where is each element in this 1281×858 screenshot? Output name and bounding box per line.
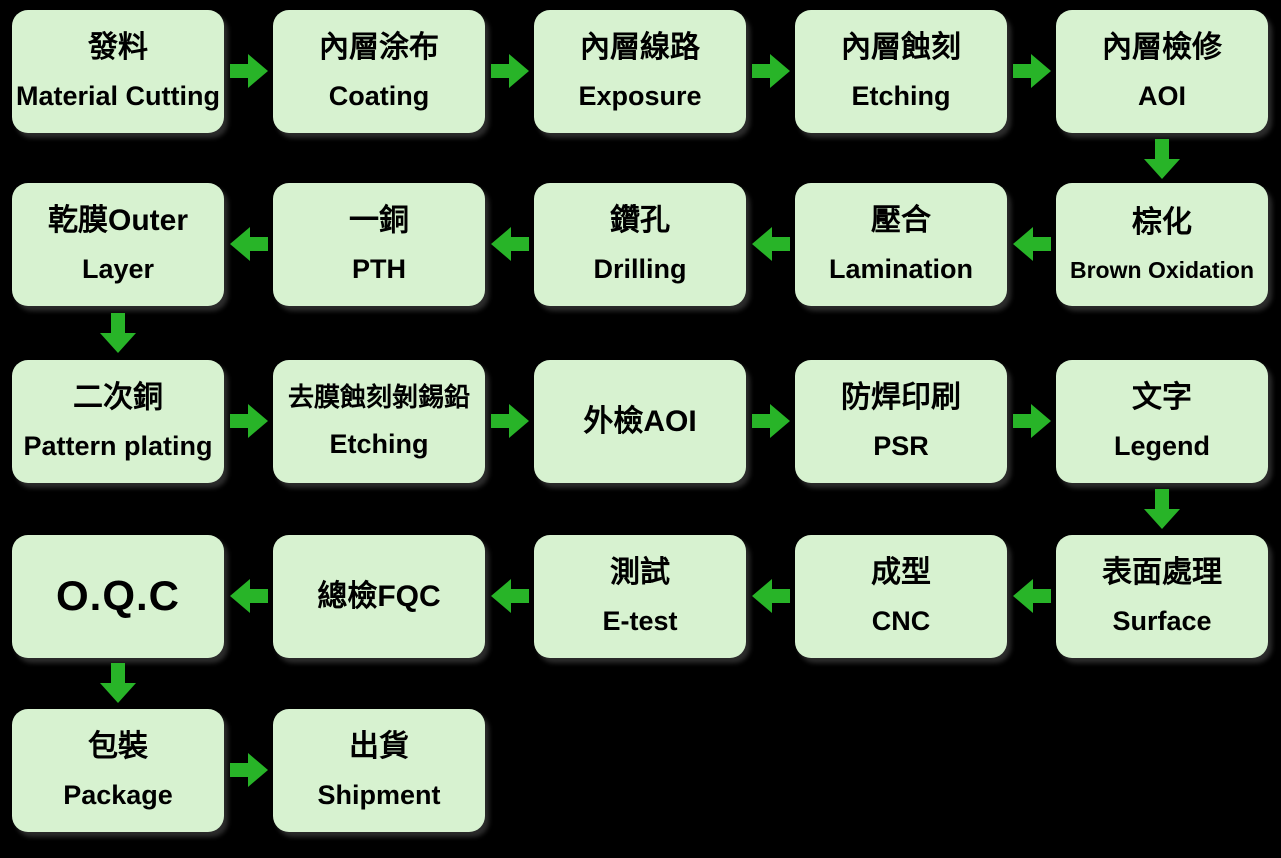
node-label-zh: 棕化 <box>1132 205 1192 239</box>
node-label-en: Legend <box>1113 430 1210 461</box>
node-label-zh: 內層蝕刻 <box>841 31 961 65</box>
node-label-zh: 外檢AOI <box>583 405 697 438</box>
flow-arrow-left-icon <box>752 227 790 261</box>
node-label-en: E-test <box>602 605 678 636</box>
node-outer-layer: 乾膜Outer Layer <box>12 183 224 306</box>
node-label-en: Shipment <box>317 779 441 810</box>
flow-arrow-down-icon <box>1144 489 1180 529</box>
node-brown-oxidation: 棕化 Brown Oxidation <box>1056 183 1268 306</box>
flow-arrow-left-icon <box>1013 579 1051 613</box>
node-e-test: 測試 E-test <box>534 535 746 658</box>
node-label-zh: 測試 <box>610 556 670 590</box>
flow-arrow-right-icon <box>230 753 268 787</box>
node-inner-aoi: 內層檢修 AOI <box>1056 10 1268 133</box>
flow-arrow-right-icon <box>752 54 790 88</box>
flow-arrow-left-icon <box>230 227 268 261</box>
node-label-en: CNC <box>871 605 931 636</box>
flow-arrow-right-icon <box>491 404 529 438</box>
node-label-zh: 表面處理 <box>1102 556 1222 590</box>
node-package: 包裝 Package <box>12 709 224 832</box>
node-label-zh: 乾膜Outer <box>47 204 188 238</box>
node-drilling: 鑽孔 Drilling <box>534 183 746 306</box>
node-label-en: Package <box>63 779 173 810</box>
node-label-zh: 壓合 <box>871 204 931 238</box>
node-label-en: Material Cutting <box>16 80 221 111</box>
flow-arrow-left-icon <box>491 579 529 613</box>
flow-arrow-left-icon <box>752 579 790 613</box>
node-label-zh: 內層涂布 <box>319 31 439 65</box>
node-label-en: O.Q.C <box>55 572 180 620</box>
node-label-en: Coating <box>328 80 430 111</box>
node-fqc: 總檢FQC <box>273 535 485 658</box>
node-label-zh: 發料 <box>88 31 148 65</box>
flow-arrow-right-icon <box>230 54 268 88</box>
node-cnc: 成型 CNC <box>795 535 1007 658</box>
flow-arrow-right-icon <box>1013 54 1051 88</box>
flow-arrow-down-icon <box>100 663 136 703</box>
flow-arrow-left-icon <box>1013 227 1051 261</box>
node-label-zh: 去膜蝕刻剝錫鉛 <box>287 381 470 412</box>
node-label-zh: 成型 <box>871 556 931 590</box>
node-oqc: O.Q.C <box>12 535 224 658</box>
node-label-zh: 總檢FQC <box>317 580 441 613</box>
node-label-en: Etching <box>329 429 429 460</box>
flow-arrow-right-icon <box>491 54 529 88</box>
flow-arrow-right-icon <box>1013 404 1051 438</box>
node-label-en: PTH <box>352 253 406 284</box>
node-label-en: Pattern plating <box>23 430 213 461</box>
node-label-zh: 二次銅 <box>73 381 163 415</box>
node-label-zh: 鑽孔 <box>610 204 670 238</box>
node-psr: 防焊印刷 PSR <box>795 360 1007 483</box>
flow-arrow-left-icon <box>491 227 529 261</box>
flow-arrow-right-icon <box>752 404 790 438</box>
node-label-en: AOI <box>1137 80 1186 111</box>
node-pth: 一銅 PTH <box>273 183 485 306</box>
node-label-zh: 防焊印刷 <box>841 381 961 415</box>
node-label-en: Drilling <box>593 253 687 284</box>
node-lamination: 壓合 Lamination <box>795 183 1007 306</box>
node-shipment: 出貨 Shipment <box>273 709 485 832</box>
flow-arrow-down-icon <box>100 313 136 353</box>
node-exposure: 內層線路 Exposure <box>534 10 746 133</box>
node-label-zh: 文字 <box>1132 381 1192 415</box>
node-label-en: Brown Oxidation <box>1070 256 1254 283</box>
node-surface: 表面處理 Surface <box>1056 535 1268 658</box>
node-label-en: Lamination <box>828 253 973 284</box>
node-coating: 內層涂布 Coating <box>273 10 485 133</box>
node-pattern-plating: 二次銅 Pattern plating <box>12 360 224 483</box>
node-outer-aoi: 外檢AOI <box>534 360 746 483</box>
node-label-en: Exposure <box>578 80 702 111</box>
node-label-en: Etching <box>851 80 951 111</box>
flow-arrow-down-icon <box>1144 139 1180 179</box>
flow-arrow-left-icon <box>230 579 268 613</box>
node-label-en: PSR <box>873 430 929 461</box>
node-label-en: Surface <box>1112 605 1212 636</box>
node-label-zh: 出貨 <box>349 730 409 764</box>
node-inner-etching: 內層蝕刻 Etching <box>795 10 1007 133</box>
node-label-zh: 一銅 <box>349 204 409 238</box>
node-label-en: Layer <box>81 253 155 284</box>
flow-arrow-right-icon <box>230 404 268 438</box>
node-label-zh: 內層檢修 <box>1102 31 1222 65</box>
node-label-zh: 包裝 <box>88 730 148 764</box>
node-label-zh: 內層線路 <box>580 31 700 65</box>
node-material-cutting: 發料 Material Cutting <box>12 10 224 133</box>
node-legend: 文字 Legend <box>1056 360 1268 483</box>
node-strip-etching: 去膜蝕刻剝錫鉛 Etching <box>273 360 485 483</box>
